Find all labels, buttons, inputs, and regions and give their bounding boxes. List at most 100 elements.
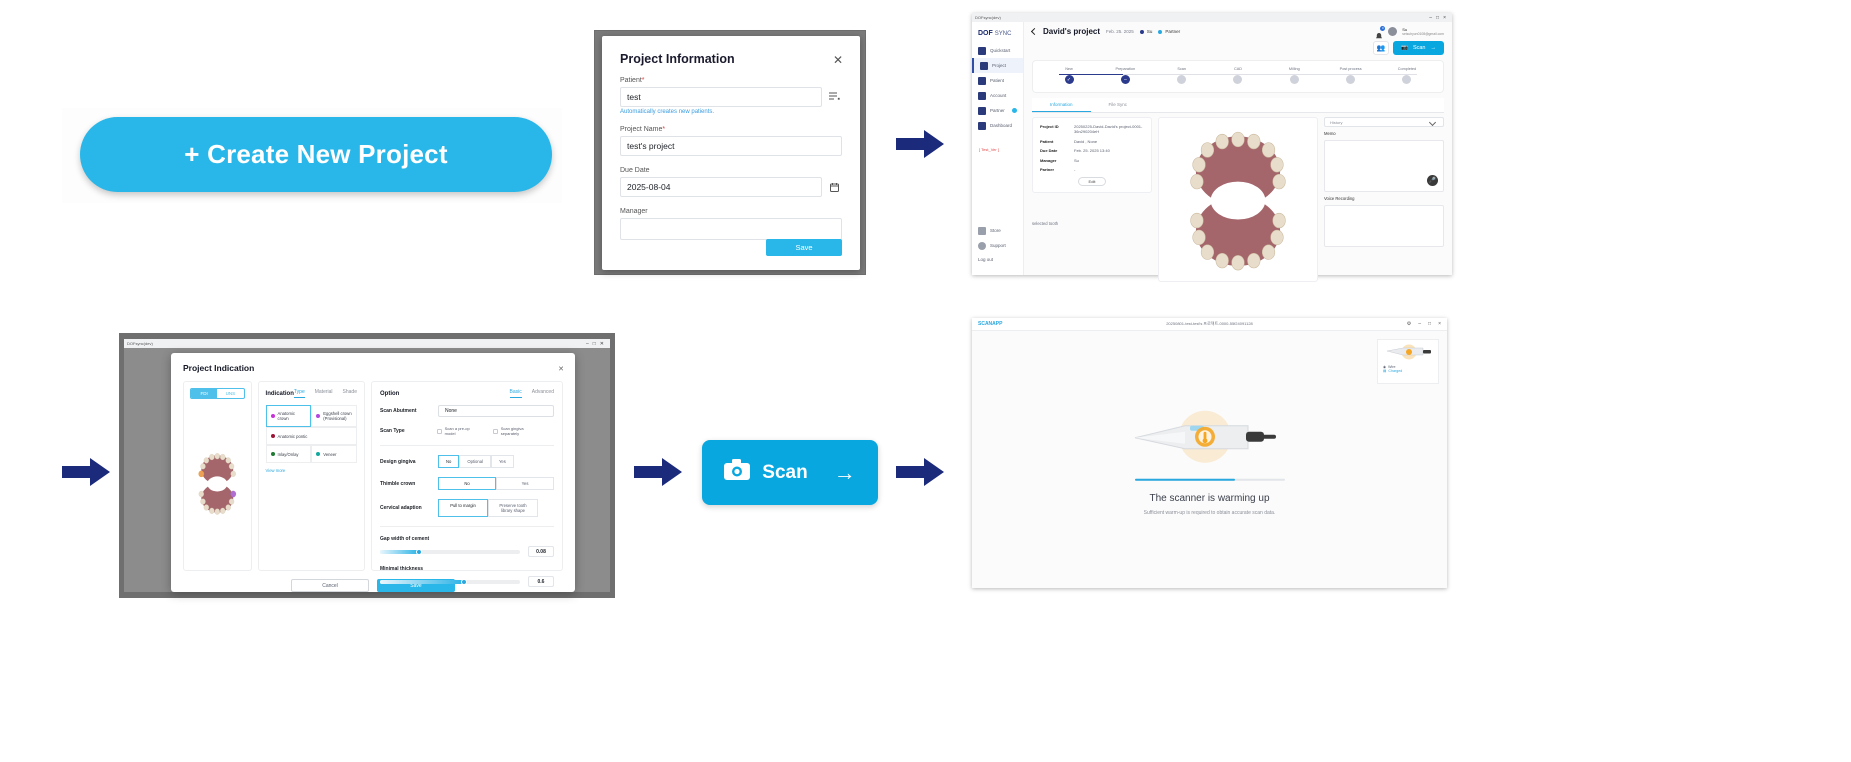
notation-uns[interactable]: UNS xyxy=(225,391,236,396)
create-new-project-button[interactable]: + Create New Project xyxy=(80,117,552,192)
tab-advanced[interactable]: Advanced xyxy=(531,389,554,395)
indication-anatomic-pontic[interactable]: Anatomic pontic xyxy=(265,427,357,445)
tooth-chart-viewer[interactable] xyxy=(1158,117,1318,283)
indication-veneer[interactable]: Veneer xyxy=(311,445,357,463)
avatar[interactable] xyxy=(1388,27,1398,37)
close-icon[interactable]: × xyxy=(1438,321,1441,327)
patient-list-icon[interactable] xyxy=(827,88,842,106)
minimal-thickness-slider[interactable] xyxy=(380,578,520,585)
save-button[interactable]: Save xyxy=(766,239,842,256)
slider-knob[interactable] xyxy=(416,548,423,555)
tab-type[interactable]: Type xyxy=(293,389,305,398)
tab-file-sync[interactable]: File Sync xyxy=(1108,102,1128,108)
tab-material[interactable]: Material xyxy=(314,389,333,395)
logout-button[interactable]: Log out xyxy=(978,256,994,262)
sidebar-item-patient[interactable]: Patient xyxy=(972,73,1023,88)
bell-icon[interactable]: 0 xyxy=(1375,25,1386,38)
scan-app-titlebar: SCANAPP 20250801-test-test's 프로젝트-0000-5… xyxy=(972,318,1447,331)
slider-knob[interactable] xyxy=(461,578,467,585)
voice-recording-area[interactable] xyxy=(1324,205,1444,248)
calendar-icon[interactable] xyxy=(827,178,842,196)
step-scan[interactable]: Scan xyxy=(1156,67,1208,85)
step-completed[interactable]: Completed xyxy=(1381,67,1433,85)
sidebar-item-project[interactable]: Project xyxy=(972,58,1023,73)
thimble-crown-no[interactable]: No xyxy=(438,477,496,491)
step-preparation[interactable]: Preparation – xyxy=(1115,67,1136,85)
design-gingiva-optional[interactable]: Optional xyxy=(459,455,491,469)
history-select[interactable]: History xyxy=(1324,117,1444,128)
tooth-chart[interactable] xyxy=(190,403,245,564)
sidebar-item-quickstart[interactable]: Quickstart xyxy=(972,43,1023,58)
minimize-icon[interactable]: – xyxy=(1429,14,1433,21)
maximize-icon[interactable]: □ xyxy=(592,340,596,347)
grid-icon xyxy=(978,226,986,235)
checkbox-scan-preop-model[interactable]: Scan a pre-op model xyxy=(436,426,481,436)
indication-eggshell-crown[interactable]: Eggshell crown (Provisional) xyxy=(311,405,357,427)
selected-tooth-label: selected tooth xyxy=(1032,220,1059,226)
manager-label: Manager xyxy=(620,208,648,215)
add-partner-icon[interactable]: 👥 xyxy=(1373,41,1390,56)
edit-button[interactable]: Edit xyxy=(1078,176,1106,186)
indication-anatomic-crown[interactable]: Anatomic crown xyxy=(265,405,312,427)
scan-abutment-row: Scan Abutment None xyxy=(380,405,554,417)
divider xyxy=(380,445,554,446)
thimble-crown-yes[interactable]: Yes xyxy=(496,477,554,491)
stepper-line xyxy=(1059,73,1417,76)
window-controls[interactable]: – □ × xyxy=(1429,15,1449,21)
minimize-icon[interactable]: – xyxy=(585,340,589,347)
patient-field-group: Patient* test Automatically creates new … xyxy=(620,77,842,115)
close-icon[interactable]: ✕ xyxy=(832,53,844,67)
cervical-pull-to-margin[interactable]: Pull to margin xyxy=(438,499,488,518)
sidebar-item-account[interactable]: Account xyxy=(972,88,1023,103)
manager-select[interactable] xyxy=(620,218,842,240)
step-new[interactable]: New ✓ xyxy=(1064,67,1074,85)
cancel-button[interactable]: Cancel xyxy=(291,579,369,592)
back-chevron-icon[interactable] xyxy=(1030,28,1039,36)
notation-fdi[interactable]: FDI xyxy=(191,389,218,398)
minimal-thickness-value: 0.6 xyxy=(528,576,554,588)
scan-abutment-select[interactable]: None xyxy=(438,405,554,417)
notation-toggle[interactable]: FDI UNS xyxy=(190,388,245,399)
sidebar-item-store[interactable]: Store xyxy=(972,223,1023,238)
design-gingiva-no[interactable]: No xyxy=(438,455,460,469)
step-post-process[interactable]: Post process xyxy=(1325,67,1377,85)
gap-width-slider[interactable] xyxy=(380,548,520,555)
close-icon[interactable]: ✕ xyxy=(599,340,604,347)
view-more-link[interactable]: View more xyxy=(265,468,286,473)
due-date-input[interactable]: 2025-08-04 xyxy=(620,177,822,197)
window-controls[interactable]: – □ ✕ xyxy=(586,341,607,347)
gap-width-value: 0.08 xyxy=(528,546,554,558)
project-name-input[interactable]: test's project xyxy=(620,136,842,156)
sidebar-item-support[interactable]: Support xyxy=(972,238,1023,253)
sync-header: David's project Feb. 25. 2025 Su Partner… xyxy=(1024,22,1452,41)
close-icon[interactable]: × xyxy=(1443,14,1446,21)
design-gingiva-yes[interactable]: Yes xyxy=(490,455,514,469)
close-icon[interactable]: ✕ xyxy=(558,366,564,373)
indication-inlay-onlay[interactable]: Inlay/Onlay xyxy=(265,445,312,463)
step-cad[interactable]: CAD xyxy=(1212,67,1264,85)
scan-button[interactable]: 📷 Scan → xyxy=(1393,41,1444,56)
scan-button-large[interactable]: Scan → xyxy=(702,440,878,505)
step-milling[interactable]: Milling xyxy=(1268,67,1320,85)
patient-input[interactable]: test xyxy=(620,87,822,107)
checkbox-scan-gingiva-separately[interactable]: Scan gingiva separately xyxy=(492,426,542,436)
maximize-icon[interactable]: □ xyxy=(1428,321,1432,327)
sidebar-item-dashboard[interactable]: Dashboard xyxy=(972,118,1023,133)
project-stepper: New ✓ Preparation – Scan CAD xyxy=(1032,60,1444,94)
content-tabs: Information File Sync xyxy=(1032,98,1444,114)
maximize-icon[interactable]: □ xyxy=(1436,14,1440,21)
tab-shade[interactable]: Shade xyxy=(342,389,357,395)
scan-app-logo: SCANAPP xyxy=(978,321,1003,327)
minimize-icon[interactable]: – xyxy=(1418,321,1422,327)
sidebar-item-partner[interactable]: Partner xyxy=(972,103,1023,118)
memo-textarea[interactable]: 🎤 xyxy=(1324,140,1444,193)
scan-type-row: Scan Type Scan a pre-op model Scan gingi… xyxy=(380,426,554,436)
cervical-preserve-library[interactable]: Preserve tooth library shape xyxy=(488,499,538,518)
gap-width-label: Gap width of cement xyxy=(380,536,430,543)
color-dot xyxy=(270,414,275,418)
tab-basic[interactable]: Basic xyxy=(509,389,522,398)
microphone-icon[interactable]: 🎤 xyxy=(1427,175,1438,187)
window-controls[interactable]: ⚙ – □ × xyxy=(1407,321,1441,327)
gear-icon[interactable]: ⚙ xyxy=(1406,321,1412,327)
tab-information[interactable]: Information xyxy=(1032,98,1091,113)
